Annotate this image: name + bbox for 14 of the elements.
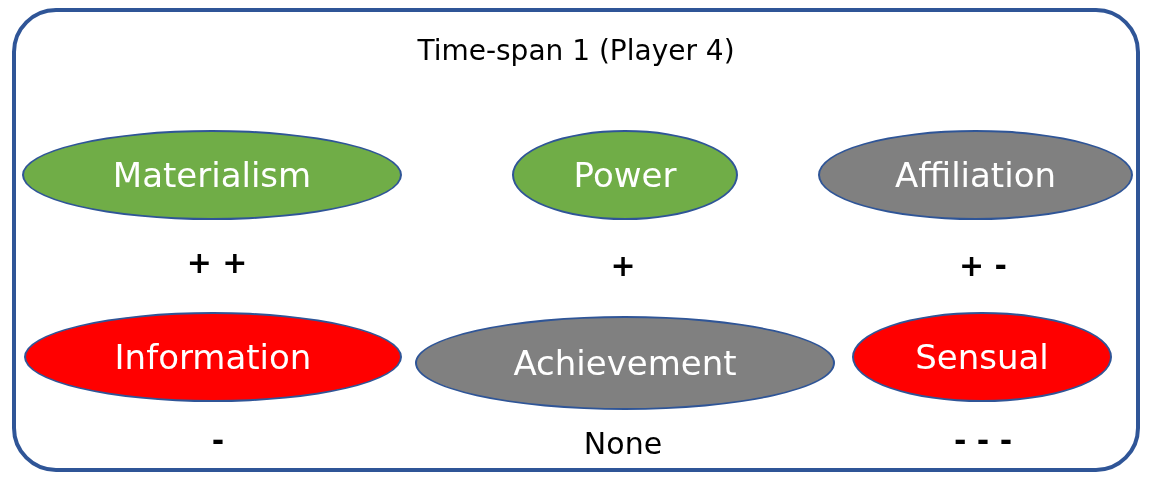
group-panel [12,8,1140,472]
ellipse-label: Information [114,337,312,377]
rating-label: - - - [953,423,1013,458]
ellipse-label: Achievement [513,343,737,383]
rating-label: + + [186,245,248,280]
ellipse-label: Sensual [915,337,1049,377]
ellipse-label: Affiliation [895,155,1056,195]
panel-title: Time-span 1 (Player 4) [417,34,735,67]
rating-label: + - [959,248,1007,283]
rating-label: None [583,426,663,461]
rating-label: + [610,248,636,283]
ellipse-label: Materialism [112,155,312,195]
rating-label: - [211,423,225,458]
ellipse-label: Power [573,155,677,195]
